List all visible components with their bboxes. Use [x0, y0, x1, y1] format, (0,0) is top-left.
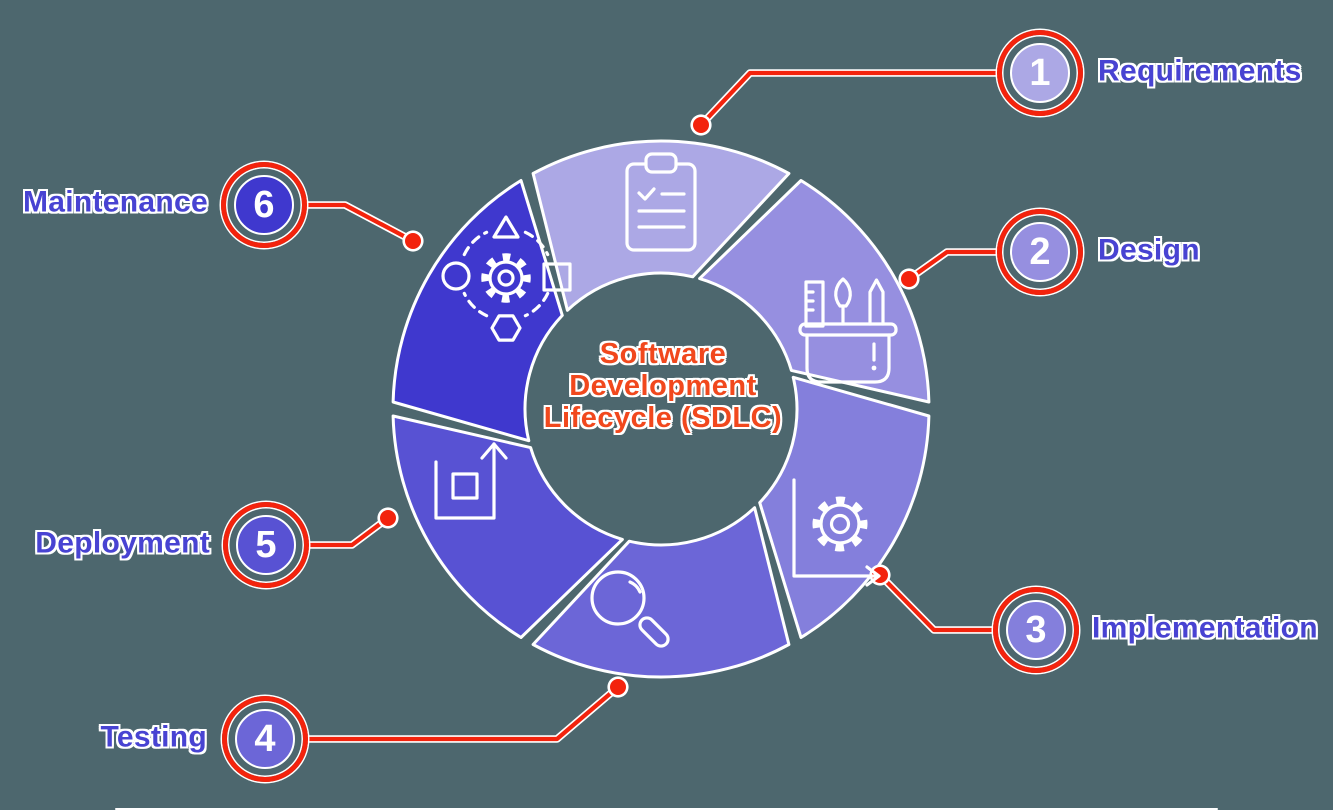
bottom-border-line — [115, 808, 1218, 810]
step-badge-6: 6 — [221, 162, 307, 248]
connector-testing — [305, 676, 629, 743]
ring-segment-testing — [531, 506, 791, 679]
step-number-2: 2 — [1029, 230, 1051, 273]
label-implementation: Implementation — [1092, 611, 1318, 645]
connector-design — [898, 248, 1000, 290]
step-number-4: 4 — [254, 717, 276, 760]
label-design: Design — [1098, 233, 1200, 267]
connector-requirements — [690, 69, 1000, 136]
step-number-3: 3 — [1025, 608, 1047, 651]
title-line-2: Development — [569, 370, 757, 402]
title-line-1: Software — [599, 338, 727, 370]
connector-deployment — [306, 507, 399, 549]
diagram-title: Software Development Lifecycle (SDLC) — [544, 338, 782, 434]
shapes-gear-icon — [441, 215, 572, 342]
label-requirements: Requirements — [1098, 54, 1302, 88]
step-badge-5: 5 — [223, 502, 309, 588]
step-badge-3: 3 — [993, 587, 1079, 673]
magnifier-icon — [590, 570, 670, 648]
connector-maintenance — [304, 201, 424, 252]
label-testing: Testing — [100, 720, 207, 754]
ring-segment-deployment — [391, 414, 624, 639]
clipboard-checklist-icon — [625, 152, 697, 252]
design-tools-icon — [798, 277, 898, 384]
step-badge-2: 2 — [997, 209, 1083, 295]
ring-segment-maintenance — [391, 179, 564, 443]
connector-implementation — [869, 564, 996, 634]
gear-axis-icon — [792, 478, 881, 587]
step-badge-1: 1 — [997, 30, 1083, 116]
title-line-3: Lifecycle (SDLC) — [543, 402, 783, 434]
step-badge-4: 4 — [222, 696, 308, 782]
ring-segment-implementation — [758, 375, 931, 639]
step-number-1: 1 — [1029, 51, 1051, 94]
label-deployment: Deployment — [35, 526, 210, 560]
step-number-5: 5 — [255, 523, 277, 566]
label-maintenance: Maintenance — [22, 185, 208, 219]
box-arrow-up-icon — [434, 442, 508, 520]
step-number-6: 6 — [253, 183, 275, 226]
